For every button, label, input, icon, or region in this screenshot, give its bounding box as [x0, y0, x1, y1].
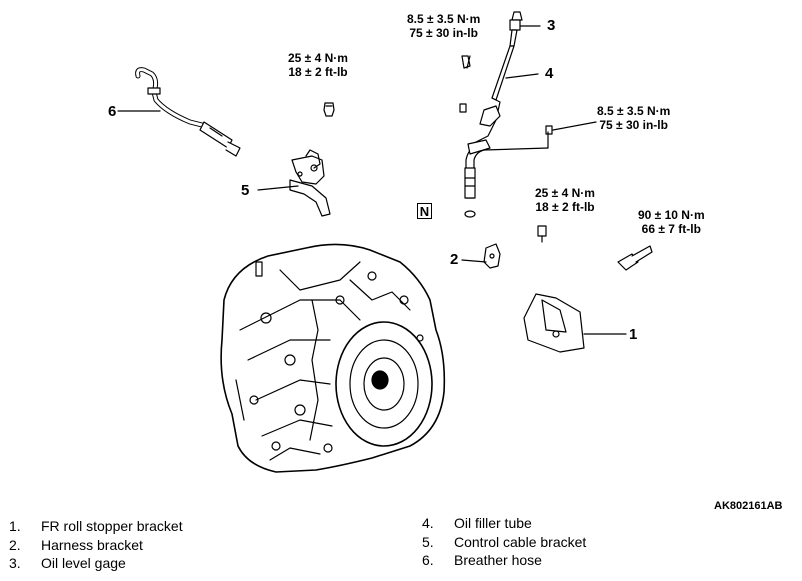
torque-imperial: 66 ± 7 ft-lb: [641, 222, 701, 236]
fr-roll-stopper-bracket: [523, 293, 585, 353]
breather-hose: [135, 67, 241, 157]
torque-imperial: 18 ± 2 ft-lb: [535, 200, 595, 214]
torque-imperial: 75 ± 30 in-lb: [599, 118, 668, 132]
bolt-bracket2: [537, 225, 547, 237]
legend-item: 6. Breather hose: [422, 551, 586, 570]
nonreusable-part-mark: N: [417, 203, 432, 219]
leader-gage-bolt: [466, 55, 471, 69]
torque-nm: 90 ± 10 N·m: [638, 208, 705, 222]
legend-item: 3. Oil level gage: [9, 554, 183, 573]
torque-imperial: 18 ± 2 ft-lb: [288, 65, 348, 79]
legend-right: 4. Oil filler tube 5. Control cable bracke…: [422, 514, 586, 570]
bolt-right: [617, 245, 653, 271]
torque-nm: 8.5 ± 3.5 N·m: [407, 12, 481, 26]
figure-code: AK802161AB: [714, 500, 783, 512]
torque-nm: 8.5 ± 3.5 N·m: [597, 104, 671, 118]
legend-text: Breather hose: [454, 552, 542, 568]
legend-text: Oil level gage: [41, 555, 126, 571]
torque-spec-stopper-bolt: 90 ± 10 N·m 66 ± 7 ft-lb: [638, 208, 705, 236]
leader-tube-torque: [552, 121, 597, 131]
torque-spec-upper-bolt: 25 ± 4 N·m 18 ± 2 ft-lb: [288, 51, 348, 79]
torque-spec-filler-tube-bolt: 8.5 ± 3.5 N·m 75 ± 30 in-lb: [597, 104, 670, 132]
legend-item: 2. Harness bracket: [9, 536, 183, 555]
legend-number: 6.: [422, 552, 434, 568]
oil-filler-assembly: [459, 11, 553, 218]
torque-nm: 25 ± 4 N·m: [535, 186, 595, 200]
legend-number: 1.: [9, 518, 21, 534]
leader-5: [257, 185, 299, 191]
legend-number: 5.: [422, 533, 434, 550]
callout-5: 5: [241, 182, 250, 199]
callout-3: 3: [547, 17, 556, 34]
torque-imperial: 75 ± 30 in-lb: [409, 26, 478, 40]
torque-nm: 25 ± 4 N·m: [288, 51, 348, 65]
torque-spec-harness-bracket-bolt: 25 ± 4 N·m 18 ± 2 ft-lb: [535, 186, 595, 214]
leader-2: [461, 259, 487, 263]
torque-spec-oil-gage-bolt: 8.5 ± 3.5 N·m 75 ± 30 in-lb: [407, 12, 480, 40]
legend-item: 1. FR roll stopper bracket: [9, 517, 183, 536]
legend-text: FR roll stopper bracket: [41, 518, 183, 534]
transaxle-assembly: [220, 243, 446, 473]
bolt-upper: [323, 102, 335, 117]
legend-number: 2.: [9, 536, 21, 553]
leader-4: [505, 73, 539, 79]
harness-bracket: [483, 243, 501, 269]
control-cable-bracket: [289, 149, 331, 217]
legend-item: 4. Oil filler tube: [422, 514, 586, 533]
legend-left: 1. FR roll stopper bracket 2. Harness brac…: [9, 517, 183, 573]
legend-text: Control cable bracket: [454, 533, 587, 550]
callout-1: 1: [629, 326, 638, 343]
callout-6: 6: [108, 103, 117, 120]
legend-number: 3.: [9, 555, 21, 571]
callout-2: 2: [450, 251, 459, 268]
legend-text: Harness bracket: [41, 536, 143, 553]
legend-number: 4.: [422, 515, 434, 531]
legend-text: Oil filler tube: [454, 515, 532, 531]
legend-item: 5. Control cable bracket: [422, 533, 586, 552]
callout-4: 4: [545, 65, 554, 82]
